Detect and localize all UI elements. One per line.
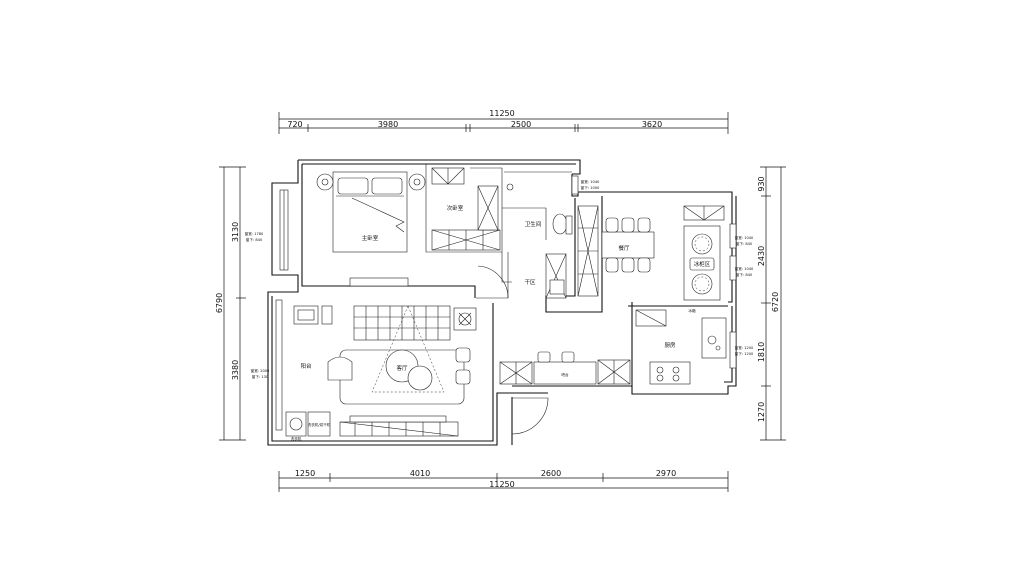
bedroom-tv-cabinet [349, 277, 409, 287]
washer-note: 洗衣机 [291, 436, 302, 441]
kitchen-window [729, 331, 737, 369]
toilet-tank [565, 215, 573, 235]
win-note-bedroom-w: 窗宽: 1780 [245, 231, 264, 236]
bottom-total-dimension: 11250 [489, 480, 514, 489]
bar-stool-1 [537, 351, 551, 363]
pillow-right [371, 177, 403, 195]
room-label-master-bedroom: 主卧室 [362, 234, 379, 242]
win-note-dining1-w: 窗宽: 1040 [735, 235, 754, 240]
room-label-dining: 餐厅 [618, 244, 630, 252]
balcony-sink [293, 305, 319, 325]
dining-chair-4 [605, 257, 619, 273]
nightstand-lamp-right [408, 173, 426, 191]
pillow-left [337, 177, 369, 195]
room-label-second-bedroom: 次卧室 [447, 204, 464, 212]
nightstand-lamp-left [316, 173, 334, 191]
bathroom-furniture: 卫生间 干区 窗宽: 1040 窗下: 1000 [506, 179, 600, 299]
bottom-segment-2: 4010 [410, 469, 430, 478]
dining-chair-1 [605, 217, 619, 233]
room-label-balcony: 阳台 [300, 362, 312, 370]
dining-chair-5 [621, 257, 635, 273]
lounge-chair [327, 356, 353, 381]
top-total-dimension: 11250 [489, 109, 514, 118]
bottom-segment-3: 2600 [541, 469, 561, 478]
cabinet-zone-label-box [689, 257, 715, 271]
left-total-dimension: 6790 [215, 293, 224, 313]
room-label-cabinet-zone: 冰柜区 [694, 260, 711, 268]
room-label-bathroom: 卫生间 [525, 220, 542, 228]
living-stool-2 [455, 369, 471, 385]
bottom-segment-4: 2970 [656, 469, 676, 478]
win-note-kitchen-w: 窗宽: 1200 [735, 345, 754, 350]
dining-furniture: 餐厅 冰柜区 冰箱 窗宽: 1040 窗下: 840 窗宽: 1040 窗下: … [577, 205, 754, 313]
left-segment-2: 3380 [231, 360, 240, 380]
right-segment-1: 930 [757, 176, 766, 191]
living-room-furniture: 客厅 洗衣机/烘干机 阳台 窗宽: 2000 窗下: 130 洗衣机 [251, 305, 477, 441]
win-note-bedroom-h: 窗下: 840 [246, 237, 263, 242]
fridge-note: 冰箱 [688, 308, 696, 313]
win-note-bath-w: 窗宽: 1040 [581, 179, 600, 184]
entry-door-swing [511, 397, 549, 435]
bottom-segment-1: 1250 [295, 469, 315, 478]
right-dimension-group: 930 2430 1810 1270 6720 [757, 166, 786, 441]
stove-counter [649, 361, 691, 385]
bar-stool-2 [561, 351, 575, 363]
laundry-cabinet [307, 411, 331, 437]
right-total-dimension: 6720 [771, 292, 780, 312]
dining-chair-2 [621, 217, 635, 233]
win-note-balcony-w: 窗宽: 2000 [251, 368, 270, 373]
floor-drain-icon [506, 183, 514, 191]
corridor-furniture: 吧台 [476, 265, 631, 435]
top-segment-3: 2500 [511, 120, 531, 129]
top-segment-2: 3980 [378, 120, 398, 129]
win-note-balcony-h: 窗下: 130 [252, 374, 269, 379]
tv-view-cone [371, 305, 445, 393]
win-note-bath-h: 窗下: 1000 [581, 185, 600, 190]
toilet [552, 213, 568, 235]
dining-chair-3 [637, 217, 651, 233]
bar-note: 吧台 [561, 372, 569, 377]
win-note-dining1-h: 窗下: 840 [736, 241, 753, 246]
kitchen-furniture: 厨房 窗宽: 1200 窗下: 1200 [635, 309, 754, 385]
kitchen-sink-counter [701, 317, 727, 359]
right-segment-4: 1270 [757, 402, 766, 422]
balcony-column [321, 305, 333, 325]
burner-icon [656, 366, 664, 374]
left-segment-1: 3130 [231, 222, 240, 242]
sofa [349, 415, 447, 423]
side-table [407, 365, 433, 391]
left-dimension-group: 6790 3130 3380 [215, 166, 246, 441]
sink-icon [707, 335, 717, 345]
dining-chair-6 [637, 257, 651, 273]
top-dimension-group: 11250 720 3980 2500 3620 [278, 109, 729, 134]
dining-window-2 [729, 255, 737, 281]
bottom-dimension-group: 1250 4010 2600 2970 11250 [278, 469, 729, 492]
top-segment-4: 3620 [642, 120, 662, 129]
win-note-kitchen-h: 窗下: 1200 [735, 351, 754, 356]
balcony-window [275, 299, 283, 431]
room-label-dry-zone: 干区 [524, 279, 536, 286]
room-label-kitchen: 厨房 [664, 341, 676, 349]
top-segment-1: 720 [287, 120, 302, 129]
master-bedroom-furniture: 主卧室 窗宽: 1780 窗下: 840 [245, 171, 426, 287]
win-note-dining2-w: 窗宽: 1040 [735, 266, 754, 271]
laundry-note: 洗衣机/烘干机 [308, 422, 331, 427]
second-bedroom-furniture: 次卧室 [431, 167, 501, 251]
right-segment-2: 2430 [757, 246, 766, 266]
room-label-living: 客厅 [396, 364, 408, 372]
dining-table [601, 231, 655, 259]
living-stool-1 [455, 347, 471, 363]
washer [285, 411, 307, 437]
second-bedroom-door-swing [476, 265, 509, 299]
wash-basin [549, 279, 565, 295]
bath-window [571, 175, 579, 195]
win-note-dining2-h: 窗下: 840 [736, 272, 753, 277]
dining-window-1 [729, 223, 737, 249]
right-segment-3: 1810 [757, 342, 766, 362]
windows [275, 175, 737, 431]
